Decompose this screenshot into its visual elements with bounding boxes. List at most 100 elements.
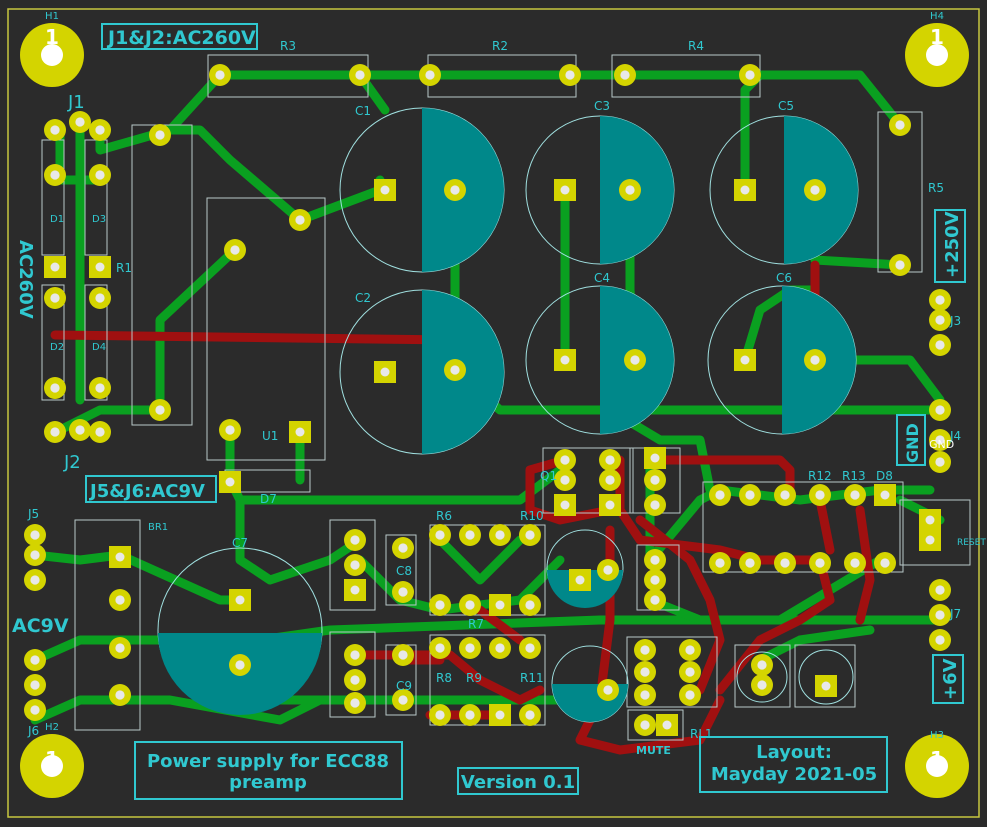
ref-d3: D3 xyxy=(92,214,106,225)
ref-c8: C8 xyxy=(396,564,412,578)
pad-hole xyxy=(465,643,475,653)
pad-hole xyxy=(435,530,445,540)
pad-hole xyxy=(50,427,60,437)
pad-hole xyxy=(215,70,225,80)
ref-h3: H3 xyxy=(930,730,944,741)
pad-hole xyxy=(662,720,672,730)
pad-hole xyxy=(935,405,945,415)
label-title-line2: preamp xyxy=(229,772,307,793)
pad-hole xyxy=(95,383,105,393)
pad-hole xyxy=(935,315,945,325)
pad-hole xyxy=(560,500,570,510)
pad-hole xyxy=(640,720,650,730)
pad-hole xyxy=(935,295,945,305)
pad-hole xyxy=(603,685,613,695)
pad-hole xyxy=(605,500,615,510)
pad-hole xyxy=(398,695,408,705)
pad-hole xyxy=(935,585,945,595)
pad-hole xyxy=(757,680,767,690)
pad-hole xyxy=(380,185,390,195)
pad-hole xyxy=(935,610,945,620)
pad-hole xyxy=(821,681,831,691)
ref-r5: R5 xyxy=(928,181,944,195)
pad-hole xyxy=(495,643,505,653)
pad-hole xyxy=(625,185,635,195)
pad-hole xyxy=(740,355,750,365)
pad-hole xyxy=(925,535,935,545)
ref-c3: C3 xyxy=(594,99,610,113)
ref-j3: J3 xyxy=(949,314,961,328)
pad-hole xyxy=(745,70,755,80)
label-ac260v: AC260V xyxy=(15,240,36,319)
ref-r8: R8 xyxy=(436,671,452,685)
pad-hole xyxy=(560,455,570,465)
pad-hole xyxy=(740,185,750,195)
pad-hole xyxy=(525,600,535,610)
ref-c1: C1 xyxy=(355,104,371,118)
pad-hole xyxy=(50,293,60,303)
pad-hole xyxy=(850,490,860,500)
pad-hole xyxy=(815,490,825,500)
pad-hole xyxy=(925,515,935,525)
pad-hole xyxy=(155,405,165,415)
ref-j2: J2 xyxy=(63,452,81,473)
ref-u1: U1 xyxy=(262,429,278,443)
pad-hole xyxy=(450,185,460,195)
pad-hole xyxy=(398,650,408,660)
pad-hole xyxy=(75,117,85,127)
pad-hole xyxy=(780,490,790,500)
label-layout-line1: Layout: xyxy=(756,742,832,763)
pad-hole xyxy=(495,530,505,540)
label-ac9v: AC9V xyxy=(12,615,69,637)
ref-q1: Q1 xyxy=(540,469,557,483)
pad-hole xyxy=(350,650,360,660)
ref-j6: J6 xyxy=(27,724,39,738)
pad-hole xyxy=(398,543,408,553)
pad-hole xyxy=(95,293,105,303)
pad-hole xyxy=(757,660,767,670)
pad-hole xyxy=(50,170,60,180)
pad-hole xyxy=(650,595,660,605)
pad-hole xyxy=(525,710,535,720)
hole-label-h2: 1 xyxy=(45,747,59,771)
pad-hole xyxy=(685,667,695,677)
pad-hole xyxy=(880,490,890,500)
pad-hole xyxy=(895,260,905,270)
pad-hole xyxy=(235,660,245,670)
pad-hole xyxy=(745,558,755,568)
pad-hole xyxy=(465,710,475,720)
pad-hole xyxy=(225,425,235,435)
pad-hole xyxy=(935,457,945,467)
through-hole-pads xyxy=(24,64,951,736)
pad-hole xyxy=(30,705,40,715)
hole-label-h3: 1 xyxy=(930,747,944,771)
pad-hole xyxy=(650,453,660,463)
pad-hole xyxy=(465,600,475,610)
ref-j1: J1 xyxy=(67,92,85,113)
pad-hole xyxy=(850,558,860,568)
ref-c6: C6 xyxy=(776,271,792,285)
pad-hole xyxy=(715,558,725,568)
pad-hole xyxy=(745,490,755,500)
ref-r7: R7 xyxy=(468,617,484,631)
label-title-line1: Power supply for ECC88 xyxy=(147,751,389,772)
ref-rl1: RL1 xyxy=(690,727,713,741)
pad-hole xyxy=(495,600,505,610)
pad-hole xyxy=(815,558,825,568)
pad-hole xyxy=(640,667,650,677)
label-layout-line2: Mayday 2021-05 xyxy=(711,764,877,785)
pad-hole xyxy=(30,680,40,690)
ref-j5: J5 xyxy=(27,507,39,521)
pad-hole xyxy=(560,185,570,195)
pad-hole xyxy=(565,70,575,80)
pad-hole xyxy=(495,710,505,720)
pad-hole xyxy=(810,185,820,195)
pad-hole xyxy=(398,587,408,597)
ref-c9: C9 xyxy=(396,679,412,693)
pad-hole xyxy=(465,530,475,540)
ref-r2: R2 xyxy=(492,39,508,53)
pad-hole xyxy=(620,70,630,80)
pad-hole xyxy=(95,170,105,180)
pad-hole xyxy=(650,575,660,585)
